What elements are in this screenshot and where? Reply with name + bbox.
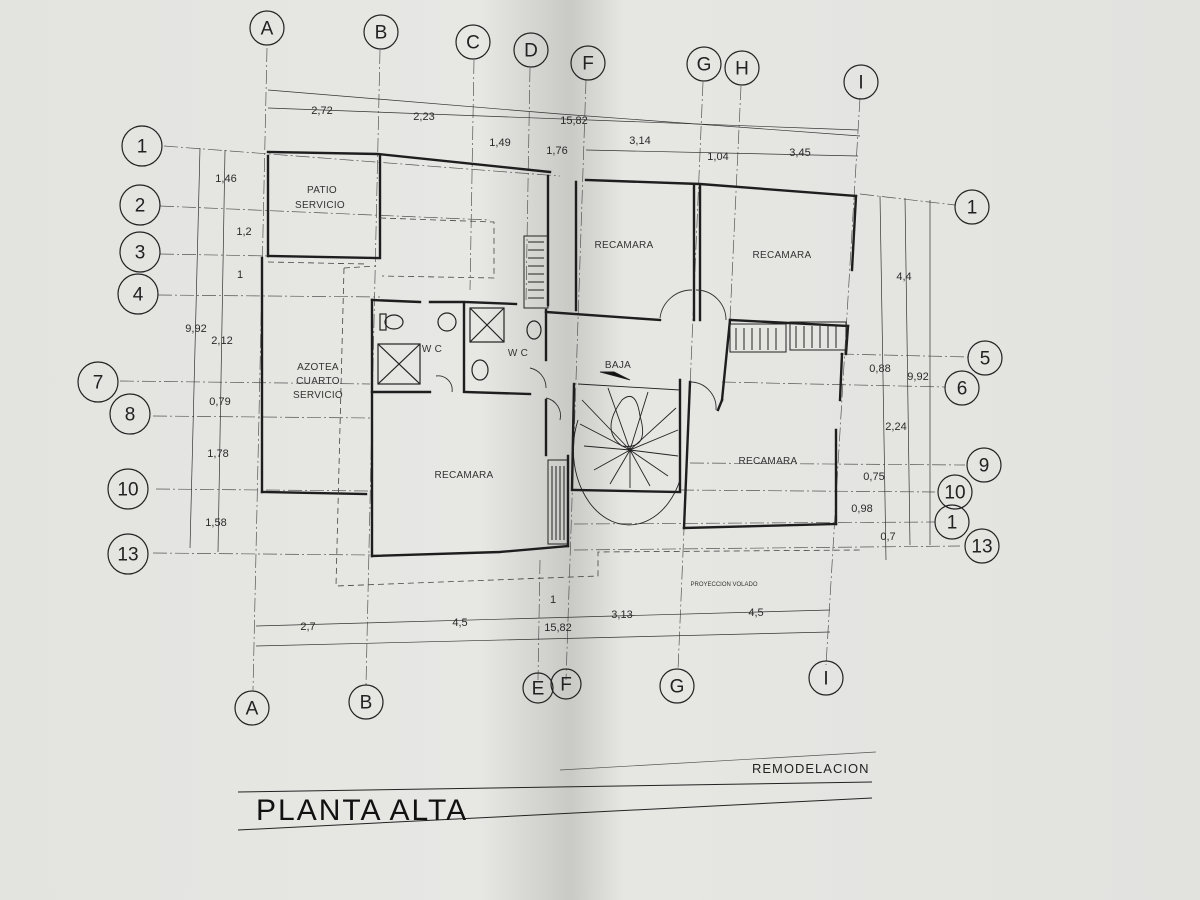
axis-left-13: 13 — [117, 545, 138, 566]
axis-right-1b: 1 — [947, 513, 958, 534]
dim-right-5: 0,98 — [851, 503, 872, 515]
axis-top-a: A — [261, 19, 274, 40]
axis-bottom-b: B — [360, 693, 373, 714]
dim-top-4: 1,76 — [546, 145, 567, 157]
dim-left-total: 9,92 — [185, 323, 206, 335]
room-label-patio-2: SERVICIO — [295, 200, 345, 211]
axis-bottom-i: I — [823, 669, 828, 690]
dim-right-6: 0,7 — [880, 531, 895, 543]
axis-top-c: C — [466, 33, 480, 54]
room-label-azotea-2: CUARTO — [296, 376, 340, 387]
dim-right-4: 0,75 — [863, 471, 884, 483]
dim-top-1: 2,72 — [311, 105, 332, 117]
axis-right-13: 13 — [971, 537, 992, 558]
axis-top-i: I — [858, 73, 863, 94]
dim-right-1: 4,4 — [896, 271, 911, 283]
axis-left-2: 2 — [135, 196, 146, 217]
room-label-azotea: AZOTEA — [297, 362, 339, 373]
axis-top-g: G — [697, 55, 712, 76]
dim-top-3: 1,49 — [489, 137, 510, 149]
room-label-recamara-2: RECAMARA — [594, 240, 653, 251]
bath-fixtures — [377, 307, 542, 385]
title-block: PLANTA ALTA REMODELACION — [237, 751, 877, 831]
dim-right-total: 9,92 — [907, 371, 928, 383]
dim-top-7: 3,45 — [789, 147, 810, 159]
projection-label: PROYECCION VOLADO — [690, 582, 757, 588]
axis-left-7: 7 — [93, 373, 104, 394]
room-label-azotea-3: SERVICIO — [293, 390, 343, 401]
spiral-stair — [572, 371, 681, 526]
door-swings — [435, 289, 727, 421]
axis-right-9: 9 — [979, 456, 990, 477]
drawing-title: PLANTA ALTA — [256, 794, 468, 827]
axis-right-10: 10 — [944, 483, 965, 504]
axis-bottom-f: F — [560, 675, 572, 696]
dim-left-1: 1,46 — [215, 173, 236, 185]
stair-label-baja: BAJA — [605, 360, 631, 371]
axis-bubbles — [77, 10, 1003, 726]
axis-right-1: 1 — [967, 198, 978, 219]
closets — [523, 235, 847, 545]
room-label-wc-1: W C — [422, 344, 442, 355]
grid-lines — [119, 47, 969, 691]
dim-bottom-3: 1 — [550, 594, 556, 606]
axis-left-3: 3 — [135, 243, 146, 264]
axis-top-h: H — [735, 59, 749, 80]
dim-top-2: 2,23 — [413, 111, 434, 123]
dim-top-5: 3,14 — [629, 135, 650, 147]
room-label-wc-2: W C — [508, 348, 528, 359]
dim-bottom-total: 15,82 — [544, 622, 572, 634]
axis-left-4: 4 — [133, 285, 144, 306]
axis-top-b: B — [375, 23, 388, 44]
walls — [260, 150, 858, 558]
dim-left-3: 1 — [237, 269, 243, 281]
axis-left-10: 10 — [117, 480, 138, 501]
axis-right-6: 6 — [957, 379, 968, 400]
dim-left-6: 1,78 — [207, 448, 228, 460]
axis-bottom-g: G — [670, 677, 685, 698]
dim-bottom-2: 4,5 — [452, 617, 467, 629]
drawing-subtitle: REMODELACION — [752, 761, 869, 776]
dim-top-6: 1,04 — [707, 151, 728, 163]
projection-lines — [267, 217, 861, 587]
room-label-recamara-4: RECAMARA — [738, 456, 797, 467]
axis-right-5: 5 — [980, 349, 991, 370]
axis-bottom-e: E — [532, 679, 545, 700]
dim-right-3: 2,24 — [885, 421, 906, 433]
axis-left-1: 1 — [137, 137, 148, 158]
dim-bottom-5: 4,5 — [748, 607, 763, 619]
dim-left-2: 1,2 — [236, 226, 251, 238]
dim-left-7: 1,58 — [205, 517, 226, 529]
axis-left-8: 8 — [125, 405, 136, 426]
room-label-recamara-1: RECAMARA — [434, 470, 493, 481]
dim-left-4: 2,12 — [211, 335, 232, 347]
dimension-lines — [189, 89, 931, 647]
dim-left-5: 0,79 — [209, 396, 230, 408]
axis-bottom-a: A — [246, 699, 259, 720]
dim-bottom-1: 2,7 — [300, 621, 315, 633]
dim-bottom-4: 3,13 — [611, 609, 632, 621]
room-label-patio: PATIO — [307, 185, 337, 196]
dim-right-2: 0,88 — [869, 363, 890, 375]
axis-top-d: D — [524, 41, 538, 62]
room-label-recamara-3: RECAMARA — [752, 250, 811, 261]
axis-top-f: F — [582, 54, 594, 75]
dim-top-total: 15,82 — [560, 115, 588, 127]
